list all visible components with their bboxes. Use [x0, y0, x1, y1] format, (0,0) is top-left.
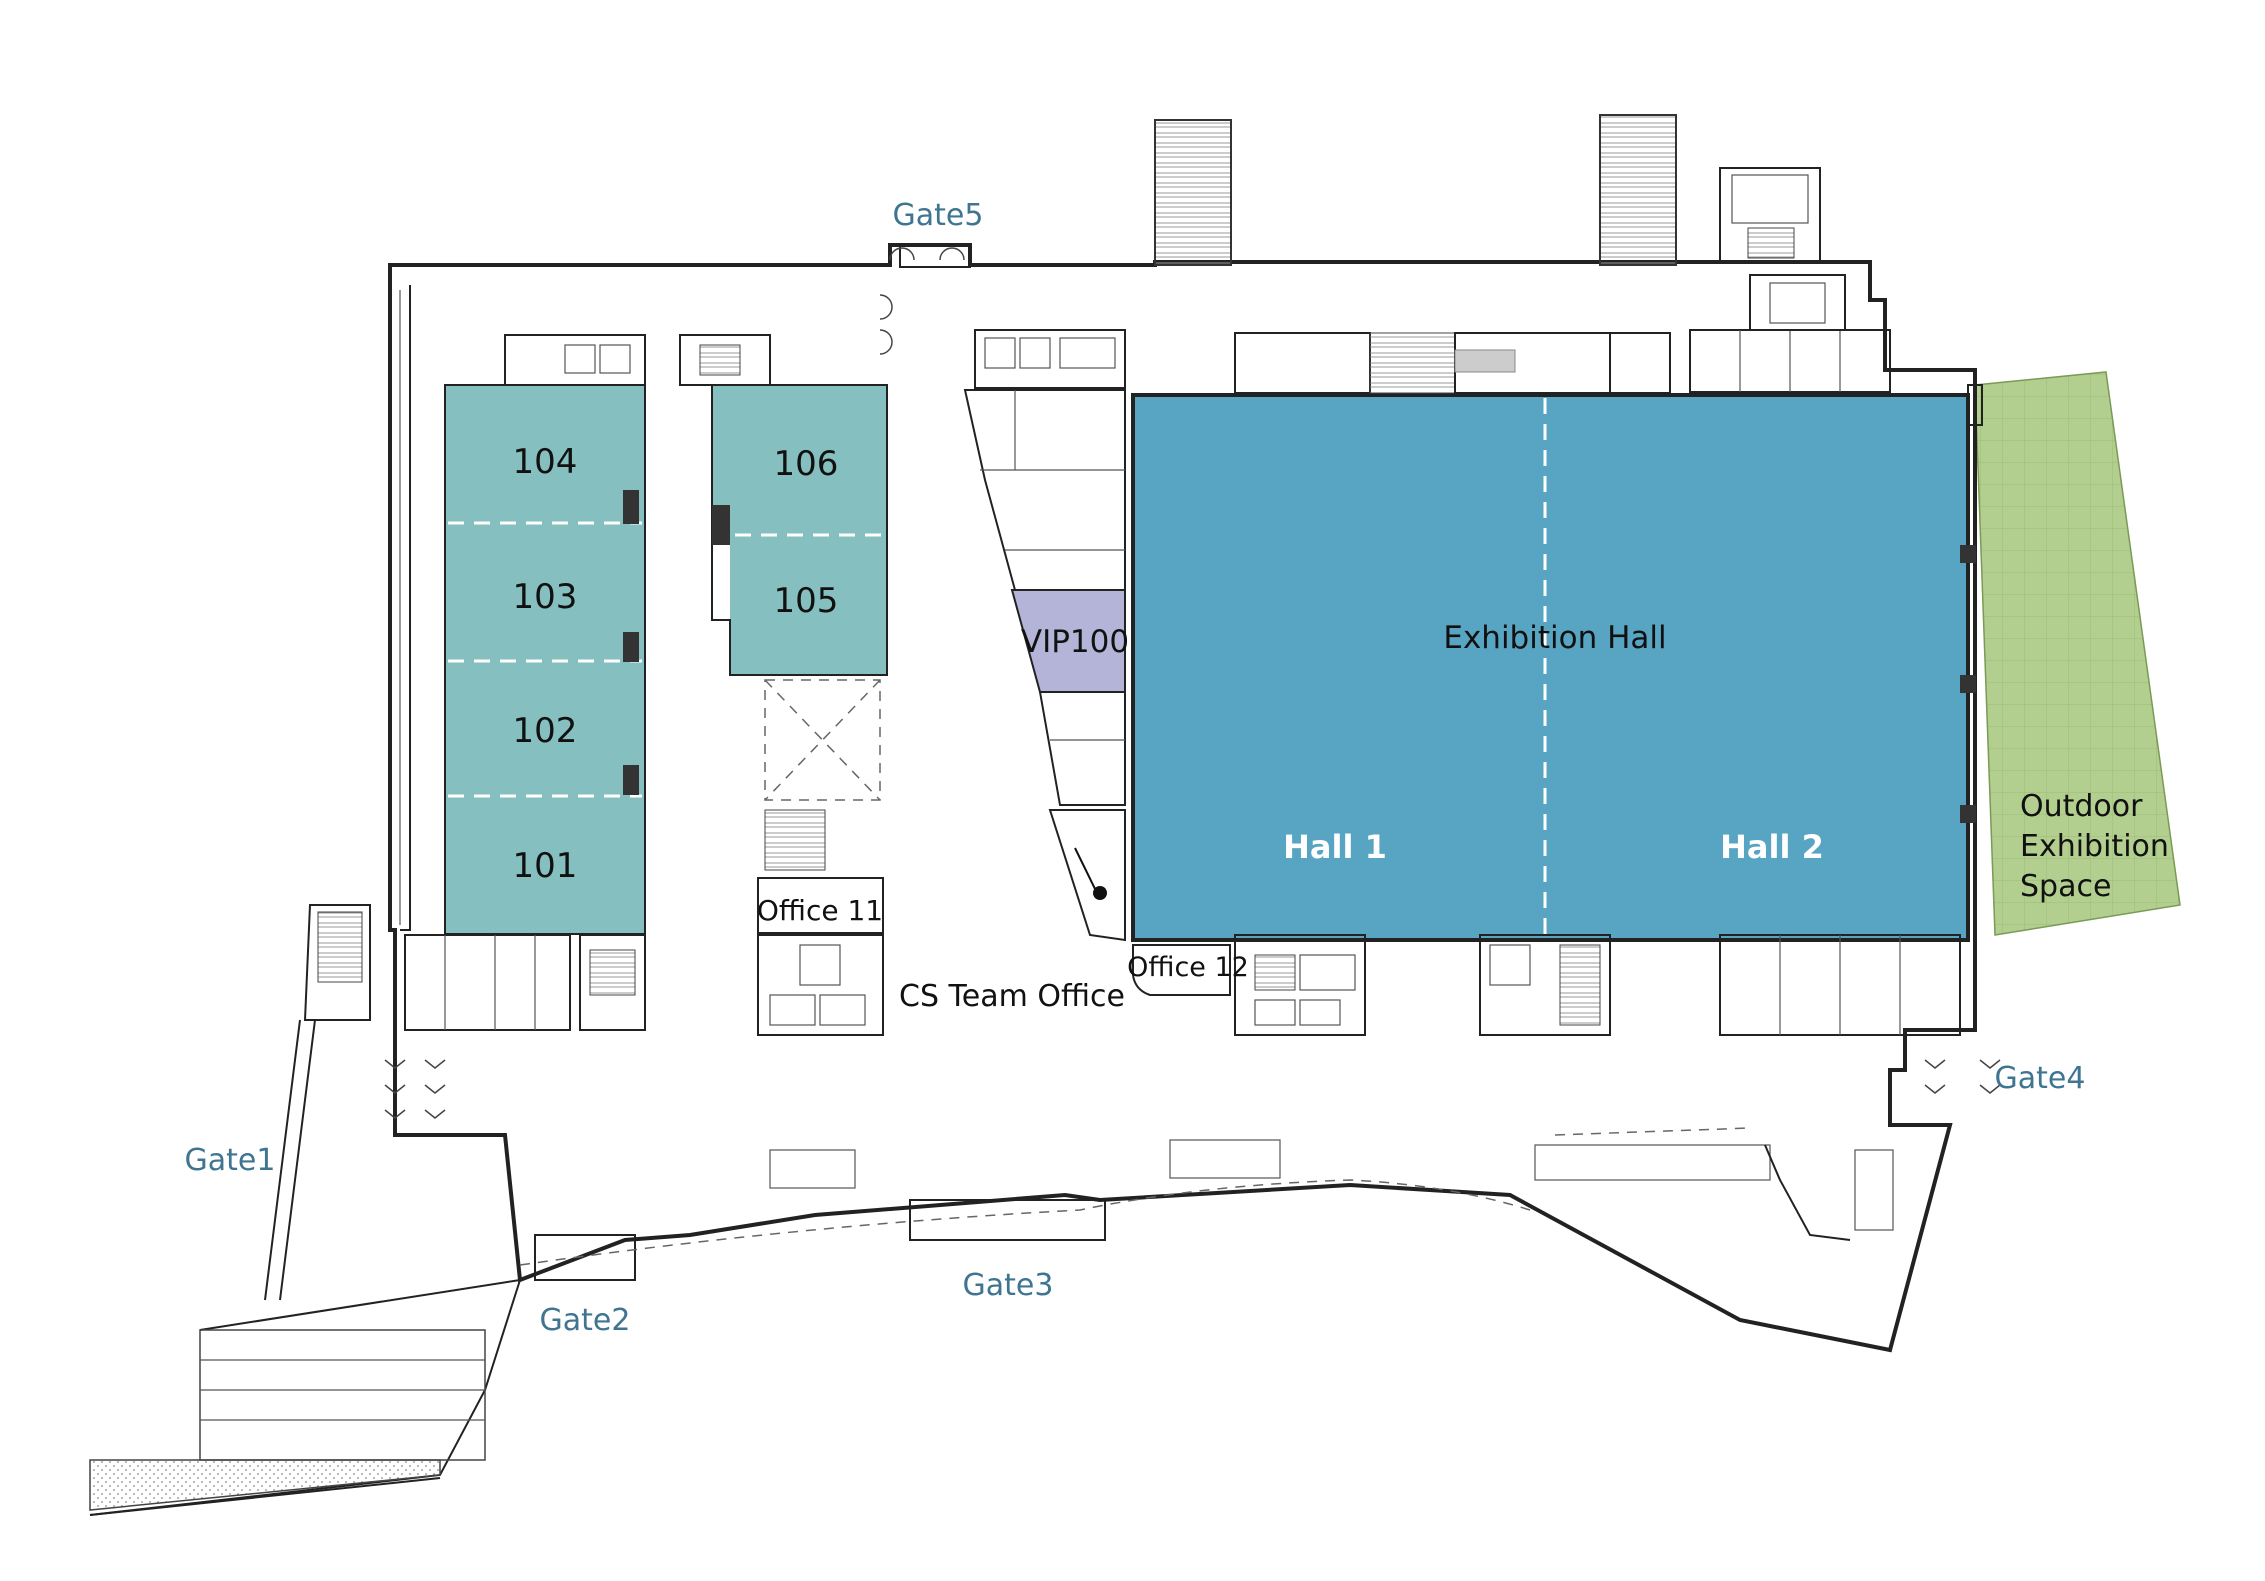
room-label-vip100: VIP100 — [1021, 624, 1129, 660]
room-label-102: 102 — [513, 711, 578, 751]
room-label-hall-2: Hall 2 — [1720, 828, 1824, 866]
room-label-outdoor-2: Exhibition — [2020, 829, 2169, 864]
room-label-101: 101 — [513, 846, 578, 886]
room-label-104: 104 — [513, 442, 578, 482]
elevator-core-left — [504, 334, 646, 386]
left-external-stair — [303, 904, 371, 1021]
room-label-outdoor-1: Outdoor — [2020, 789, 2143, 824]
escalator-2 — [1169, 1139, 1281, 1179]
stair-bottom-left — [579, 934, 646, 1031]
gate-label-4: Gate4 — [1995, 1061, 2086, 1096]
meeting-room-105[interactable] — [730, 535, 887, 675]
core-bottom-1 — [1234, 934, 1366, 1036]
gate-label-2: Gate2 — [540, 1303, 631, 1338]
escalator-1 — [769, 1149, 856, 1189]
gate-label-3: Gate3 — [963, 1268, 1054, 1303]
room-label-103: 103 — [513, 577, 578, 617]
meeting-room-103[interactable] — [445, 523, 645, 661]
stair-block-top-right — [1719, 167, 1821, 264]
room-label-office-11: Office 11 — [757, 894, 883, 927]
service-rooms-top-left — [1234, 332, 1371, 394]
meeting-room-101[interactable] — [445, 796, 645, 934]
core-bottom-2 — [1479, 934, 1611, 1036]
room-label-105: 105 — [774, 581, 839, 621]
core-cs-team — [757, 934, 884, 1036]
gate2-pavilion — [534, 1234, 636, 1281]
room-label-hall-1: Hall 1 — [1283, 828, 1387, 866]
office-wedge-lower — [1048, 809, 1126, 942]
office-12[interactable] — [1132, 944, 1231, 996]
exhibition-hall[interactable] — [1133, 395, 1968, 940]
gate-label-5: Gate5 — [893, 198, 984, 233]
room-label-outdoor-3: Space — [2020, 869, 2111, 904]
stair-tower-1 — [1154, 119, 1232, 266]
kiosk-right — [1854, 1149, 1894, 1231]
gate3-pavilion — [909, 1199, 1106, 1241]
location-marker — [1093, 886, 1107, 900]
meeting-room-104[interactable] — [445, 385, 645, 523]
toilet-block-central — [974, 329, 1126, 389]
meeting-room-102[interactable] — [445, 661, 645, 796]
paved-area — [89, 1459, 441, 1511]
outdoor-exhibition-area — [1974, 371, 2181, 936]
gate-label-1: Gate1 — [185, 1143, 276, 1178]
room-label-exhibition-hall: Exhibition Hall — [1443, 620, 1666, 656]
office-11[interactable] — [757, 877, 884, 934]
gate5-pavilion — [899, 244, 971, 268]
stair-tower-2 — [1599, 114, 1677, 266]
room-label-office-12: Office 12 — [1127, 952, 1249, 983]
stair-core-left — [679, 334, 771, 386]
lobby-rooms-central — [963, 389, 1126, 591]
room-label-106: 106 — [774, 444, 839, 484]
ramp-steps — [199, 1329, 486, 1461]
meeting-room-106[interactable] — [712, 385, 887, 535]
toilets-bottom-left — [404, 934, 571, 1031]
room-label-cs-team-office: CS Team Office — [899, 979, 1125, 1014]
escalator-3 — [1534, 1144, 1771, 1181]
